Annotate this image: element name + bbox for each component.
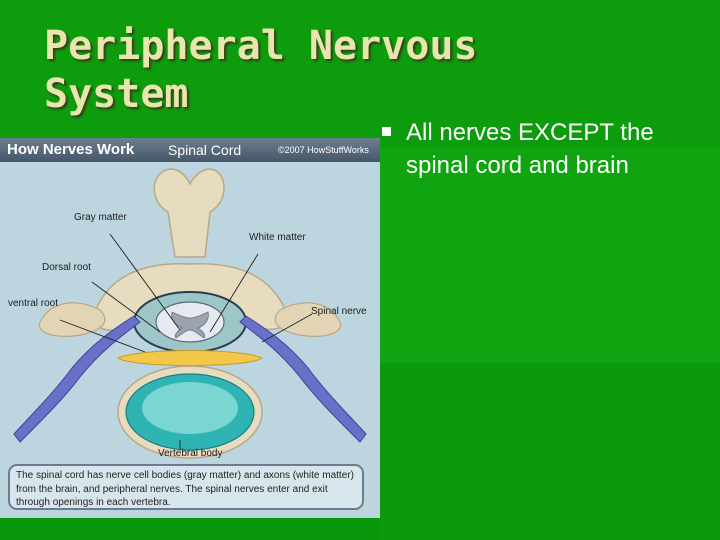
background-band xyxy=(380,148,720,363)
label-ventral-root: ventral root xyxy=(8,298,59,309)
spinal-cord-diagram: How Nerves Work Spinal Cord ©2007 HowStu… xyxy=(0,138,380,518)
disc-highlight xyxy=(142,382,238,434)
fat-layer xyxy=(117,350,263,366)
nerve-root-right xyxy=(239,315,367,443)
slide-title: Peripheral Nervous System xyxy=(44,23,478,117)
transverse-process-left xyxy=(38,302,106,337)
bullet-text: All nerves EXCEPT the spinal cord and br… xyxy=(406,119,654,179)
figure-brand: How Nerves Work xyxy=(7,141,135,158)
label-leaders xyxy=(59,233,313,450)
transverse-process-right xyxy=(274,302,342,337)
background-lower xyxy=(380,363,720,540)
bullet-list: All nerves EXCEPT the spinal cord and br… xyxy=(382,116,712,182)
gray-matter-shape xyxy=(171,311,209,339)
vertebra-illustration xyxy=(13,168,367,459)
label-gray-matter: Gray matter xyxy=(74,212,127,223)
background-top xyxy=(0,0,720,148)
bullet-item: All nerves EXCEPT the spinal cord and br… xyxy=(382,116,712,182)
label-white-matter: White matter xyxy=(249,232,306,243)
label-dorsal-root: Dorsal root xyxy=(42,262,91,273)
figure-topic: Spinal Cord xyxy=(168,142,242,158)
spinous-process xyxy=(153,168,225,258)
figure-caption: The spinal cord has nerve cell bodies (g… xyxy=(8,464,364,510)
figure-header: How Nerves Work Spinal Cord ©2007 HowStu… xyxy=(0,138,380,162)
square-bullet-icon xyxy=(382,127,391,136)
label-spinal-nerve: Spinal nerve xyxy=(311,306,367,317)
nerve-root-left xyxy=(13,315,141,443)
label-vertebral-body: Vertebral body xyxy=(158,448,223,459)
figure-copyright: ©2007 HowStuffWorks xyxy=(278,145,369,155)
